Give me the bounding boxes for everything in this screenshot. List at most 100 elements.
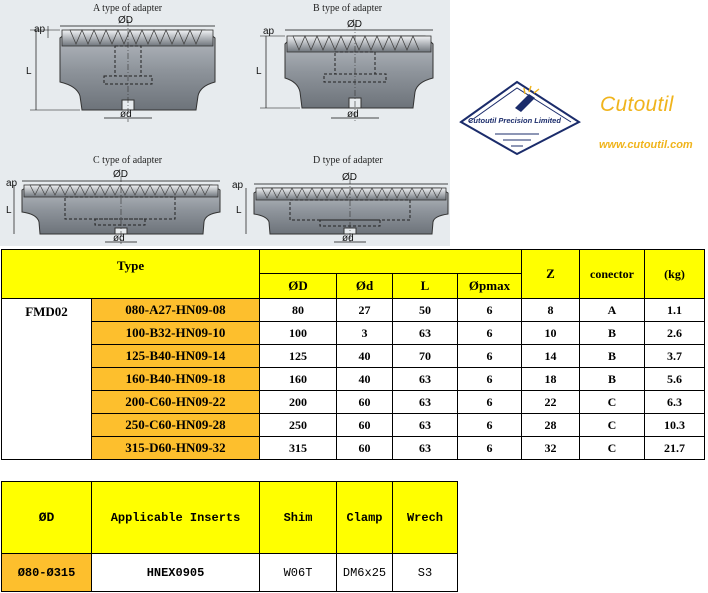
apmax-cell: 6 — [457, 298, 522, 322]
apmax-cell: 6 — [457, 413, 522, 437]
length-cell: 63 — [392, 436, 458, 460]
id-cell: 27 — [336, 298, 393, 322]
dim-l-d: L — [236, 205, 242, 216]
connector-cell: C — [579, 413, 645, 437]
cutoutil-logo-icon — [459, 80, 581, 156]
dim-l-a: L — [26, 66, 32, 77]
model-code-cell: 100-B32-HN09-10 — [91, 321, 260, 345]
insert-od-range: Ø80-Ø315 — [1, 553, 92, 592]
length-cell: 50 — [392, 298, 458, 322]
kg-cell: 1.1 — [644, 298, 705, 322]
z-header: Z — [521, 249, 580, 299]
clamp-header: Clamp — [336, 481, 393, 554]
adapter-drawings-panel: A type of adapter B type of adapter C ty… — [0, 0, 450, 246]
dim-id-b: ød — [347, 109, 359, 120]
length-cell: 63 — [392, 390, 458, 414]
od-cell: 125 — [259, 344, 337, 368]
series-cell: FMD02 — [1, 298, 92, 460]
model-code-cell: 080-A27-HN09-08 — [91, 298, 260, 322]
insert-od-header: ØD — [1, 481, 92, 554]
brand-name: Cutoutil — [600, 93, 674, 116]
connector-cell: C — [579, 390, 645, 414]
dim-l-b: L — [256, 66, 262, 77]
z-cell: 22 — [521, 390, 580, 414]
apmax-cell: 6 — [457, 436, 522, 460]
id-cell: 60 — [336, 413, 393, 437]
brand-url[interactable]: www.cutoutil.com — [599, 139, 693, 151]
apmax-header: Øpmax — [457, 273, 522, 299]
length-cell: 63 — [392, 321, 458, 345]
apmax-cell: 6 — [457, 344, 522, 368]
dim-od-c: ØD — [113, 169, 128, 180]
dim-ap-b: ap — [263, 26, 275, 37]
od-header: ØD — [259, 273, 337, 299]
shim-header: Shim — [259, 481, 337, 554]
id-cell: 60 — [336, 436, 393, 460]
kg-header: (kg) — [644, 249, 705, 299]
dim-id-d: ød — [342, 233, 354, 244]
dim-l-c: L — [6, 205, 12, 216]
model-code-cell: 250-C60-HN09-28 — [91, 413, 260, 437]
type-header: Type — [1, 249, 260, 299]
connector-cell: B — [579, 321, 645, 345]
id-cell: 40 — [336, 367, 393, 391]
kg-cell: 3.7 — [644, 344, 705, 368]
dim-id-a: ød — [120, 109, 132, 120]
z-cell: 32 — [521, 436, 580, 460]
spec-table: Type Z conector (kg) ØD Ød L Øpmax FMD02… — [1, 249, 705, 460]
dim-id-c: ød — [113, 233, 125, 244]
wrench-code: S3 — [392, 553, 458, 592]
type-header-label: Type — [116, 258, 145, 273]
dim-ap-d: ap — [232, 180, 244, 191]
id-cell: 40 — [336, 344, 393, 368]
brand-tagline: Cutoutil Precision Limited — [468, 116, 561, 125]
connector-cell: B — [579, 344, 645, 368]
length-cell: 63 — [392, 413, 458, 437]
clamp-code: DM6x25 — [336, 553, 393, 592]
z-cell: 18 — [521, 367, 580, 391]
kg-cell: 6.3 — [644, 390, 705, 414]
applicable-inserts-header: Applicable Inserts — [91, 481, 260, 554]
connector-cell: B — [579, 367, 645, 391]
model-code-cell: 160-B40-HN09-18 — [91, 367, 260, 391]
apmax-cell: 6 — [457, 390, 522, 414]
shim-code: W06T — [259, 553, 337, 592]
connector-cell: C — [579, 436, 645, 460]
connector-header: conector — [579, 249, 645, 299]
connector-cell: A — [579, 298, 645, 322]
length-header: L — [392, 273, 458, 299]
kg-cell: 10.3 — [644, 413, 705, 437]
z-cell: 10 — [521, 321, 580, 345]
id-header: Ød — [336, 273, 393, 299]
model-code-cell: 200-C60-HN09-22 — [91, 390, 260, 414]
z-cell: 8 — [521, 298, 580, 322]
adapter-c-caption: C type of adapter — [93, 155, 163, 166]
model-code-cell: 125-B40-HN09-14 — [91, 344, 260, 368]
dim-ap-a: ap — [34, 24, 46, 35]
apmax-cell: 6 — [457, 321, 522, 345]
adapter-b-drawing — [260, 24, 434, 122]
od-cell: 80 — [259, 298, 337, 322]
dimensions-header-blank — [259, 249, 522, 274]
od-cell: 250 — [259, 413, 337, 437]
id-cell: 3 — [336, 321, 393, 345]
insert-table: ØD Applicable Inserts Shim Clamp Wrech Ø… — [1, 481, 458, 592]
adapter-d-caption: D type of adapter — [313, 155, 383, 166]
apmax-cell: 6 — [457, 367, 522, 391]
od-cell: 100 — [259, 321, 337, 345]
insert-code: HNEX0905 — [91, 553, 260, 592]
adapter-d-drawing — [245, 178, 449, 244]
dim-od-a: ØD — [118, 15, 133, 26]
adapter-a-caption: A type of adapter — [93, 3, 163, 14]
kg-cell: 5.6 — [644, 367, 705, 391]
kg-cell: 21.7 — [644, 436, 705, 460]
od-cell: 200 — [259, 390, 337, 414]
dim-od-b: ØD — [347, 19, 362, 30]
